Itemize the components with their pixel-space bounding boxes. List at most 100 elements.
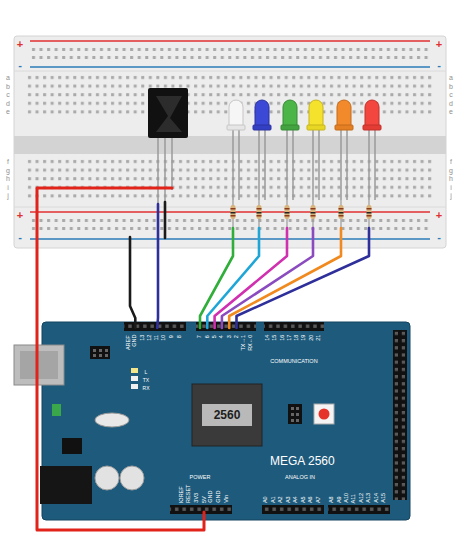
dc-jack xyxy=(40,466,92,504)
led-rim xyxy=(307,125,325,130)
row-letter: d xyxy=(6,100,10,107)
lead xyxy=(340,128,342,200)
led xyxy=(307,100,325,200)
rail-polarity: - xyxy=(437,60,441,71)
led xyxy=(253,100,271,200)
led xyxy=(227,100,245,200)
rail-separator xyxy=(14,71,446,72)
lead xyxy=(171,136,173,190)
wire xyxy=(37,188,204,530)
lead xyxy=(374,128,376,200)
arduino-board: MEGA 2560 2560 xyxy=(42,322,410,520)
usb-connector xyxy=(20,351,58,379)
pin-label: A13 xyxy=(366,493,372,503)
regulator xyxy=(62,438,82,454)
usb-connector xyxy=(14,345,64,385)
pin-label: A4 xyxy=(293,496,299,503)
row-letter: j xyxy=(7,192,9,199)
led-dome xyxy=(309,100,323,128)
row-letter: b xyxy=(6,83,10,90)
pin-label: 5 xyxy=(212,335,218,338)
lead xyxy=(258,128,260,200)
pin-label: A11 xyxy=(351,494,357,503)
status-led xyxy=(131,368,138,373)
pin-label: 15 xyxy=(273,335,279,341)
pin-label: GND xyxy=(216,491,222,503)
rail-polarity: - xyxy=(18,60,22,71)
chip-body xyxy=(192,384,262,446)
pin-header xyxy=(124,322,186,331)
led xyxy=(335,100,353,200)
pin-header xyxy=(393,330,407,500)
pin-label: RX←0 xyxy=(248,335,254,351)
rail-polarity: + xyxy=(436,210,442,221)
pin-label: 7 xyxy=(197,335,203,338)
pin-label: 3V3 xyxy=(194,493,200,503)
row-letter: g xyxy=(6,167,10,174)
pin-label: 13 xyxy=(140,335,146,341)
row-letter: j xyxy=(450,192,452,199)
board-name: MEGA 2560 xyxy=(270,455,335,467)
pin-label: A3 xyxy=(285,496,291,503)
led-dome xyxy=(283,100,297,128)
rail-polarity: + xyxy=(17,210,23,221)
pin-label: 21 xyxy=(316,335,322,341)
crystal xyxy=(95,413,129,427)
wire xyxy=(130,237,135,328)
pin-header xyxy=(196,322,256,331)
pin-label: 14 xyxy=(265,335,271,341)
center-channel xyxy=(14,136,446,154)
pin-header xyxy=(328,505,390,514)
row-letter: f xyxy=(450,158,452,165)
pin-header xyxy=(124,322,186,331)
pin-label: 2 xyxy=(234,335,240,338)
row-letter: c xyxy=(6,91,10,98)
led-label: L xyxy=(145,370,148,375)
header-label: ANALOG IN xyxy=(285,475,315,481)
arduino-board xyxy=(42,322,410,520)
lead xyxy=(264,128,266,200)
header-label: POWER xyxy=(190,475,211,481)
rail-polarity: - xyxy=(437,232,441,243)
holes xyxy=(26,158,434,202)
wire xyxy=(237,228,370,328)
pin-label: 10 xyxy=(162,335,168,341)
icsp-header xyxy=(90,346,110,359)
pin-label: 19 xyxy=(302,335,308,341)
lead xyxy=(157,136,159,204)
row-letter: a xyxy=(6,74,10,81)
pin-header xyxy=(170,505,232,514)
led-rim xyxy=(363,125,381,130)
status-led xyxy=(131,384,138,389)
pin-label: 17 xyxy=(287,335,293,341)
wire xyxy=(164,202,167,238)
lead xyxy=(346,128,348,200)
pin-label: A12 xyxy=(359,493,365,503)
pin-header xyxy=(170,505,232,514)
row-letter: d xyxy=(449,100,453,107)
pin-header xyxy=(264,322,324,331)
chip-marking xyxy=(202,404,252,426)
pin-label: 9 xyxy=(169,335,175,338)
lead xyxy=(292,128,294,200)
led xyxy=(281,100,299,200)
status-led xyxy=(131,376,138,381)
led-rim xyxy=(227,125,245,130)
pin-label: A10 xyxy=(344,493,350,503)
lead xyxy=(318,128,320,200)
row-letter: i xyxy=(7,184,9,191)
pin-label: 16 xyxy=(280,335,286,341)
rail-polarity: + xyxy=(436,39,442,50)
microcontroller-chip: 2560 xyxy=(192,384,262,446)
pin-header xyxy=(393,330,407,500)
lead xyxy=(312,128,314,200)
icsp-header xyxy=(288,404,302,424)
reset-button xyxy=(319,409,330,420)
ir-body xyxy=(148,88,188,138)
pin-label: 12 xyxy=(147,335,153,341)
pin-label: GND xyxy=(133,335,139,347)
